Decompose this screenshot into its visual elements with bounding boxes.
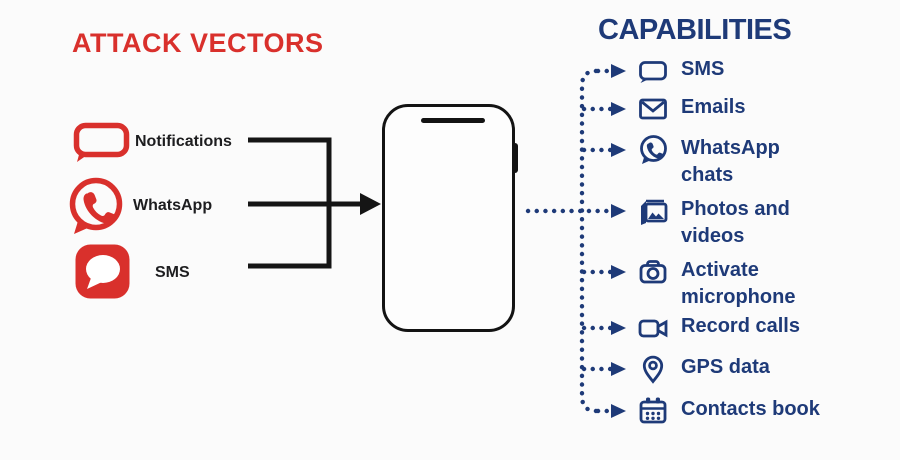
smartphone	[382, 104, 515, 332]
capability-label: videos	[681, 225, 745, 247]
capability-item-whatsapp-chats: WhatsApp chats	[636, 133, 780, 189]
sms-icon	[636, 54, 670, 88]
capability-label: GPS data	[681, 356, 770, 378]
attack-vector-label: SMS	[155, 264, 190, 281]
capability-label: chats	[681, 164, 734, 186]
attack-connector-lines	[248, 137, 361, 269]
capability-label: microphone	[681, 286, 796, 308]
capability-item-emails: Emails	[636, 92, 745, 126]
capability-item-record-calls: Record calls	[636, 311, 800, 345]
photos-icon	[636, 194, 670, 228]
capability-label: WhatsApp	[681, 137, 780, 159]
email-icon	[636, 92, 670, 126]
arrowhead-to-phone	[360, 193, 381, 215]
capabilities-title: CAPABILITIES	[598, 14, 792, 46]
location-pin-icon	[636, 352, 670, 386]
phone-speaker	[421, 118, 485, 123]
capability-label: Record calls	[681, 315, 800, 337]
phone-side-button	[512, 143, 518, 173]
video-camera-icon	[636, 311, 670, 345]
attack-vector-label: WhatsApp	[133, 197, 213, 214]
capability-label: Contacts book	[681, 398, 820, 420]
capability-item-gps-data: GPS data	[636, 352, 770, 386]
contacts-book-icon	[636, 394, 670, 428]
capability-label: SMS	[681, 58, 725, 80]
whatsapp-icon	[636, 133, 670, 167]
capability-label: Emails	[681, 96, 746, 118]
camera-icon	[636, 255, 670, 289]
capability-dotted-tree	[525, 68, 614, 414]
capability-item-photos-videos: Photos and videos	[636, 194, 790, 250]
sms-bubble-icon	[74, 243, 131, 300]
whatsapp-icon	[65, 176, 127, 238]
capability-arrowheads	[611, 64, 626, 418]
capability-label: Activate	[681, 259, 759, 281]
capability-label: Photos and	[681, 198, 790, 220]
attack-vector-label: Notifications	[135, 133, 232, 150]
capability-item-activate-microphone: Activate microphone	[636, 255, 795, 311]
attack-vectors-title: ATTACK VECTORS	[72, 28, 324, 58]
capability-item-contacts-book: Contacts book	[636, 394, 820, 428]
capability-item-sms: SMS	[636, 54, 724, 88]
notification-bubble-icon	[72, 121, 132, 163]
